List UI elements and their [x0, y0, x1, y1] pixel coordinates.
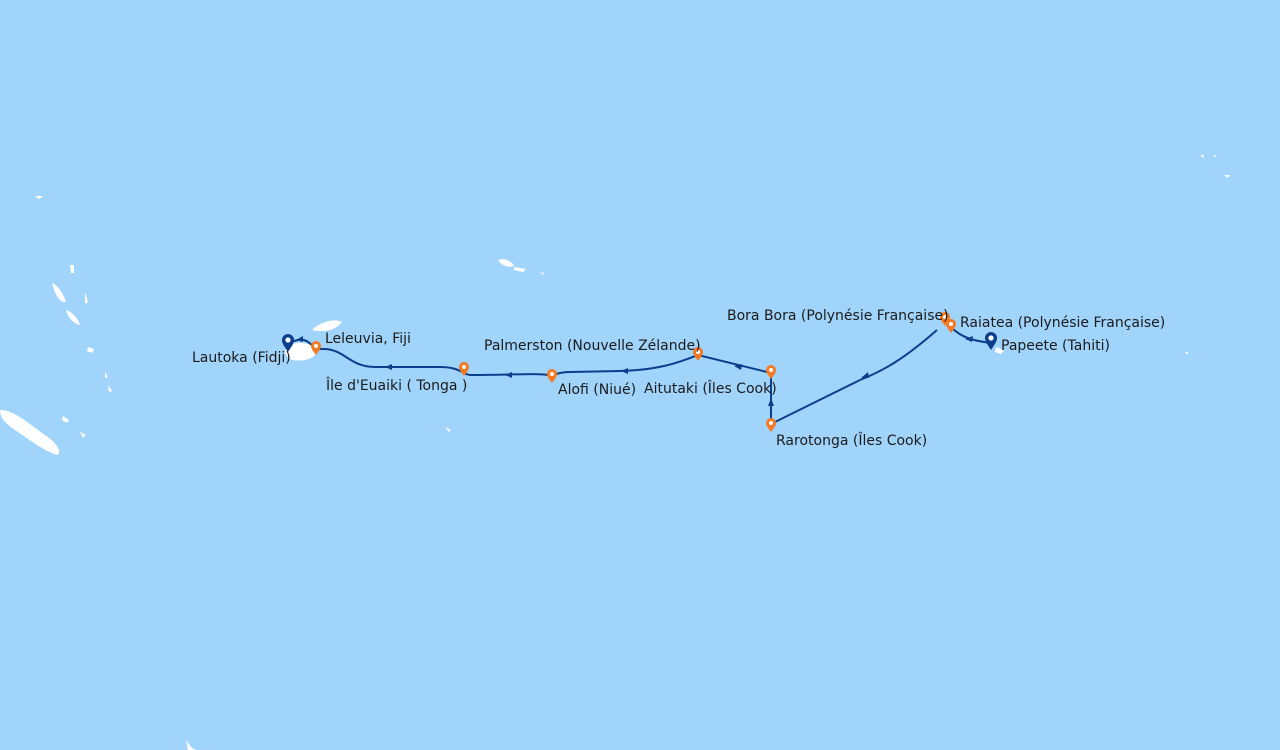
port-marker-raiatea[interactable] [946, 319, 956, 333]
port-markers[interactable] [282, 312, 997, 432]
port-label-palmerston[interactable]: Palmerston (Nouvelle Zélande) [484, 338, 701, 354]
port-label-bora-bora[interactable]: Bora Bora (Polynésie Française) [727, 308, 949, 324]
port-label-papeete[interactable]: Papeete (Tahiti) [1001, 338, 1110, 354]
port-label-alofi[interactable]: Alofi (Niué) [558, 382, 637, 398]
port-marker-rarotonga[interactable] [766, 418, 776, 432]
port-marker-palmerston[interactable] [693, 347, 703, 361]
port-marker-bora-bora[interactable] [940, 312, 950, 326]
port-marker-euaiki[interactable] [459, 362, 469, 376]
port-marker-leleuvia[interactable] [311, 341, 321, 355]
route-direction-arrows [296, 336, 973, 406]
port-label-raiatea[interactable]: Raiatea (Polynésie Française) [960, 315, 1166, 331]
port-label-leleuvia[interactable]: Leleuvia, Fiji [325, 331, 411, 347]
islands [0, 155, 1230, 750]
port-marker-aitutaki[interactable] [766, 365, 776, 379]
port-label-rarotonga[interactable]: Rarotonga (Îles Cook) [776, 433, 928, 449]
port-label-aitutaki[interactable]: Aitutaki (Îles Cook) [644, 381, 777, 397]
port-marker-alofi[interactable] [547, 369, 557, 383]
port-marker-lautoka[interactable] [282, 334, 294, 352]
port-label-lautoka[interactable]: Lautoka (Fidji) [192, 350, 291, 366]
port-label-euaiki[interactable]: Île d'Euaiki ( Tonga ) [326, 378, 468, 394]
port-marker-papeete[interactable] [985, 332, 997, 350]
